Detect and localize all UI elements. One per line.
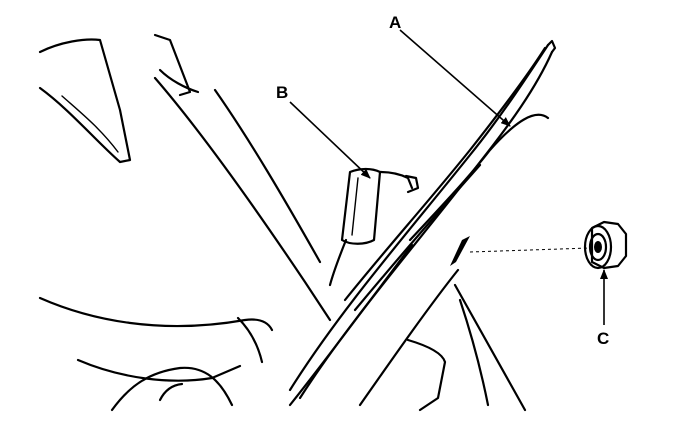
pillar-trim-a xyxy=(288,39,557,400)
callout-c-label: C xyxy=(597,329,609,348)
leader-a xyxy=(399,29,511,127)
mounting-stud xyxy=(450,236,470,266)
leader-b xyxy=(289,101,371,179)
alignment-line xyxy=(469,247,591,253)
flange-nut-c xyxy=(583,220,628,270)
seat-belt-guide-b xyxy=(328,167,420,287)
callout-a-label: A xyxy=(389,13,401,32)
callout-b-label: B xyxy=(276,83,288,102)
